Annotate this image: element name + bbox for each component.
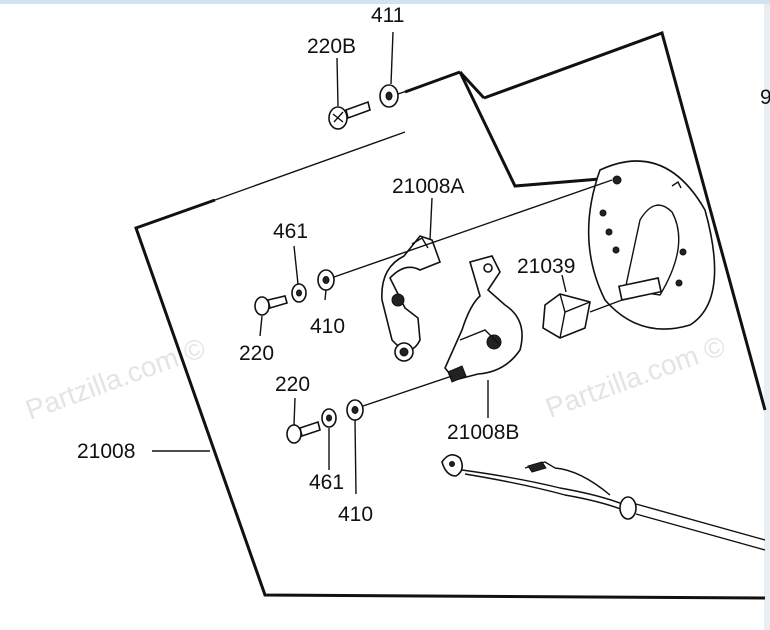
washer-411: [379, 84, 399, 108]
label-461-lower: 461: [309, 471, 344, 494]
assembly-frame-left: [134, 198, 766, 600]
breaker-plate: [587, 160, 716, 330]
assembly-frame: [458, 71, 613, 188]
label-411: 411: [371, 4, 404, 27]
screw-220-lower: [286, 420, 321, 444]
label-410-upper: 410: [310, 315, 345, 338]
browser-top-strip: [0, 0, 770, 4]
lead-wire: [441, 454, 766, 551]
assembly-frame-main: [483, 31, 767, 411]
leader-lines: [152, 31, 613, 495]
condenser: [542, 293, 623, 339]
label-21008: 21008: [77, 440, 135, 463]
contact-breaker-a: [381, 235, 442, 362]
watermark-right: Partzilla.com ©: [541, 330, 729, 424]
washer-410-lower: [346, 399, 364, 421]
watermark-left: Partzilla.com ©: [21, 332, 209, 426]
washer-461-lower: [321, 408, 337, 428]
screw-220b: [328, 100, 371, 130]
label-9: 9: [760, 86, 770, 109]
label-220-upper: 220: [239, 342, 274, 365]
label-220b: 220B: [307, 35, 356, 58]
label-220-lower: 220: [275, 373, 310, 396]
washer-461-upper: [291, 283, 307, 303]
label-21039: 21039: [517, 255, 575, 278]
label-21008a: 21008A: [392, 175, 464, 198]
scrollbar-track[interactable]: [764, 4, 770, 630]
assembly-frame-joint: [458, 70, 486, 100]
contact-breaker-b: [444, 255, 523, 383]
assembly-frame-top-edge: [214, 131, 406, 201]
label-461-upper: 461: [273, 220, 308, 243]
label-410-lower: 410: [338, 503, 373, 526]
label-21008b: 21008B: [447, 421, 519, 444]
washer-410-upper: [317, 269, 335, 291]
screw-220-upper: [254, 295, 288, 316]
